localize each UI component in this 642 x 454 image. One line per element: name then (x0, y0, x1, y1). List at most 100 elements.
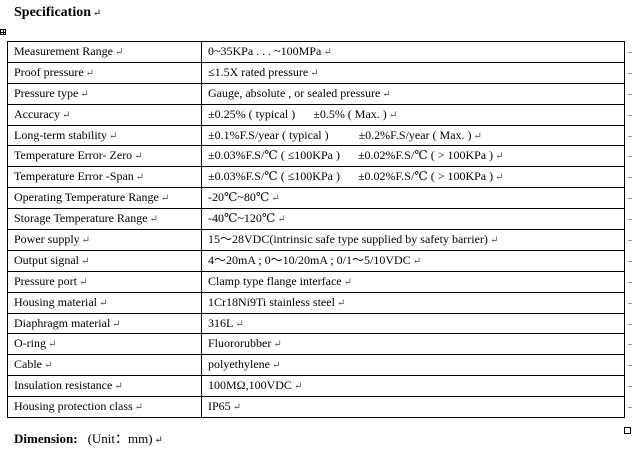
spec-label-cell[interactable]: Diaphragm material↵ (7, 312, 202, 335)
spec-label: Output signal (14, 252, 79, 267)
table-row: Output signal↵4～20mA ; 0～10/20mA ; 0/1～5… (7, 249, 625, 272)
spec-value-cell[interactable]: 0~35KPa . . . ~100MPa↵ (201, 41, 625, 63)
spec-value-cell[interactable]: -40℃~120℃↵ (201, 208, 625, 231)
spec-label-cell[interactable]: Output signal↵ (7, 249, 202, 272)
table-row: Accuracy↵±0.25% ( typical ) ±0.5% ( Max.… (7, 103, 625, 126)
table-resize-handle-icon[interactable] (624, 427, 631, 434)
end-of-row-mark-icon (628, 344, 632, 345)
paragraph-mark-icon: ↵ (495, 151, 504, 163)
table-row: Temperature Error- Zero↵ ±0.03%F.S/℃ ( ≤1… (7, 145, 625, 168)
spec-label-cell[interactable]: Temperature Error- Zero↵ (7, 145, 202, 168)
paragraph-mark-icon: ↵ (81, 255, 90, 267)
spec-value-cell[interactable]: 4～20mA ; 0～10/20mA ; 0/1～5/10VDC↵ (201, 249, 625, 272)
spec-label-cell[interactable]: Storage Temperature Range↵ (7, 208, 202, 231)
spec-value: polyethylene (208, 357, 270, 372)
spec-label-cell[interactable]: Long-term stability↵ (7, 124, 202, 147)
spec-value-cell[interactable]: ±0.25% ( typical ) ±0.5% ( Max. )↵ (201, 103, 625, 126)
spec-label: Housing material (14, 294, 97, 309)
spec-label-cell[interactable]: Insulation resistance↵ (7, 375, 202, 398)
spec-value-cell[interactable]: ≤1.5X rated pressure↵ (201, 61, 625, 84)
paragraph-mark-icon: ↵ (134, 151, 143, 163)
spec-value-cell[interactable]: Clamp type flange interface↵ (201, 270, 625, 293)
spec-label-cell[interactable]: Cable↵ (7, 354, 202, 377)
spec-value: 4～20mA ; 0～10/20mA ; 0/1～5/10VDC (208, 252, 411, 267)
table-move-handle-icon[interactable] (0, 29, 6, 35)
table-row: Long-term stability↵±0.1%F.S/year ( typi… (7, 124, 625, 147)
spec-value: 0~35KPa . . . ~100MPa (208, 43, 322, 58)
paragraph-mark-icon: ↵ (108, 130, 118, 142)
spec-label: Housing protection class (14, 399, 133, 414)
spec-value-cell[interactable]: Fluororubber↵ (201, 333, 625, 356)
spec-value: 100MΩ,100VDC (208, 378, 292, 393)
spec-value-cell[interactable]: IP65↵ (201, 396, 625, 419)
table-row: Pressure port↵Clamp type flange interfac… (7, 270, 625, 293)
paragraph-mark-icon: ↵ (160, 193, 170, 205)
spec-label-cell[interactable]: Proof pressure↵ (7, 61, 202, 84)
spec-value: ≤1.5X rated pressure (208, 64, 309, 79)
spec-value-cell[interactable]: polyethylene↵ (201, 354, 625, 377)
spec-value-cell[interactable]: 1Cr18Ni9Ti stainless steel↵ (201, 291, 625, 314)
paragraph-mark-icon: ↵ (98, 297, 108, 309)
spec-label: Insulation resistance (14, 378, 113, 393)
table-row: Proof pressure↵≤1.5X rated pressure↵ (7, 61, 625, 84)
spec-label: Long-term stability (14, 127, 107, 142)
spec-value: ±0.03%F.S/℃ ( ≤100KPa ) ±0.02%F.S/℃ ( > … (208, 148, 494, 163)
spec-label-cell[interactable]: Pressure type↵ (7, 82, 202, 105)
spec-value: ±0.03%F.S/℃ ( ≤100KPa ) ±0.02%F.S/℃ ( > … (208, 169, 494, 184)
spec-label: Accuracy (14, 106, 60, 121)
dimension-heading: Dimension:(Unit：mm)↵ (14, 431, 163, 446)
paragraph-mark-icon: ↵ (310, 67, 319, 79)
paragraph-mark-icon: ↵ (93, 8, 102, 19)
spec-value-cell[interactable]: 316L↵ (201, 312, 625, 335)
end-of-row-mark-icon (628, 177, 632, 178)
end-of-row-mark-icon (628, 73, 632, 74)
spec-label: Temperature Error -Span (14, 169, 134, 184)
end-of-row-mark-icon (628, 240, 632, 241)
spec-label-cell[interactable]: Measurement Range↵ (7, 41, 202, 63)
spec-value-cell[interactable]: -20℃~80℃↵ (201, 187, 625, 210)
paragraph-mark-icon: ↵ (343, 276, 352, 288)
spec-value-cell[interactable]: ±0.1%F.S/year ( typical ) ±0.2%F.S/year … (201, 124, 625, 147)
spec-value-cell[interactable]: 100MΩ,100VDC↵ (201, 375, 625, 398)
paragraph-mark-icon: ↵ (271, 193, 280, 205)
spec-value-cell[interactable]: 15～28VDC(intrinsic safe type supplied by… (201, 229, 625, 251)
paragraph-mark-icon: ↵ (114, 46, 124, 58)
spec-value: Gauge, absolute , or sealed pressure (208, 85, 381, 100)
spec-value: 1Cr18Ni9Ti stainless steel (208, 294, 335, 309)
specification-table: Measurement Range↵0~35KPa . . . ~100MPa↵… (7, 41, 625, 419)
spec-value: Fluororubber (208, 336, 272, 351)
end-of-row-mark-icon (628, 407, 632, 408)
spec-value: 316L (208, 315, 234, 330)
spec-label-cell[interactable]: Power supply↵ (7, 229, 202, 251)
spec-label-cell[interactable]: Housing material↵ (7, 291, 202, 314)
paragraph-mark-icon: ↵ (412, 255, 422, 267)
spec-value-cell[interactable]: ±0.03%F.S/℃ ( ≤100KPa ) ±0.02%F.S/℃ ( > … (201, 145, 625, 168)
spec-value-cell[interactable]: ±0.03%F.S/℃ ( ≤100KPa ) ±0.02%F.S/℃ ( > … (201, 166, 625, 189)
spec-value: ±0.1%F.S/year ( typical ) ±0.2%F.S/year … (208, 127, 472, 142)
paragraph-mark-icon: ↵ (80, 88, 89, 100)
spec-label-cell[interactable]: O-ring↵ (7, 333, 202, 356)
paragraph-mark-icon: ↵ (235, 318, 244, 330)
paragraph-mark-icon: ↵ (473, 130, 482, 142)
spec-label-cell[interactable]: Pressure port↵ (7, 270, 202, 293)
table-row: Measurement Range↵0~35KPa . . . ~100MPa↵ (7, 41, 625, 63)
spec-label-cell[interactable]: Temperature Error -Span↵ (7, 166, 202, 189)
spec-label-cell[interactable]: Operating Temperature Range↵ (7, 187, 202, 210)
spec-value-cell[interactable]: Gauge, absolute , or sealed pressure↵ (201, 82, 625, 105)
end-of-row-mark-icon (628, 136, 632, 137)
spec-label-cell[interactable]: Accuracy↵ (7, 103, 202, 126)
table-row: Cable↵polyethylene↵ (7, 354, 625, 377)
spec-label: Pressure type (14, 85, 79, 100)
spec-label-cell[interactable]: Housing protection class↵ (7, 396, 202, 419)
spec-label: Cable (14, 357, 42, 372)
spec-label: Storage Temperature Range (14, 211, 148, 226)
end-of-row-mark-icon (628, 386, 632, 387)
paragraph-mark-icon: ↵ (336, 297, 346, 309)
paragraph-mark-icon: ↵ (79, 276, 88, 288)
paragraph-mark-icon: ↵ (114, 381, 123, 393)
spec-label: Measurement Range (14, 43, 113, 58)
end-of-row-mark-icon (628, 365, 632, 366)
paragraph-mark-icon: ↵ (48, 339, 57, 351)
table-row: Operating Temperature Range↵-20℃~80℃↵ (7, 187, 625, 210)
table-row: Housing material↵1Cr18Ni9Ti stainless st… (7, 291, 625, 314)
